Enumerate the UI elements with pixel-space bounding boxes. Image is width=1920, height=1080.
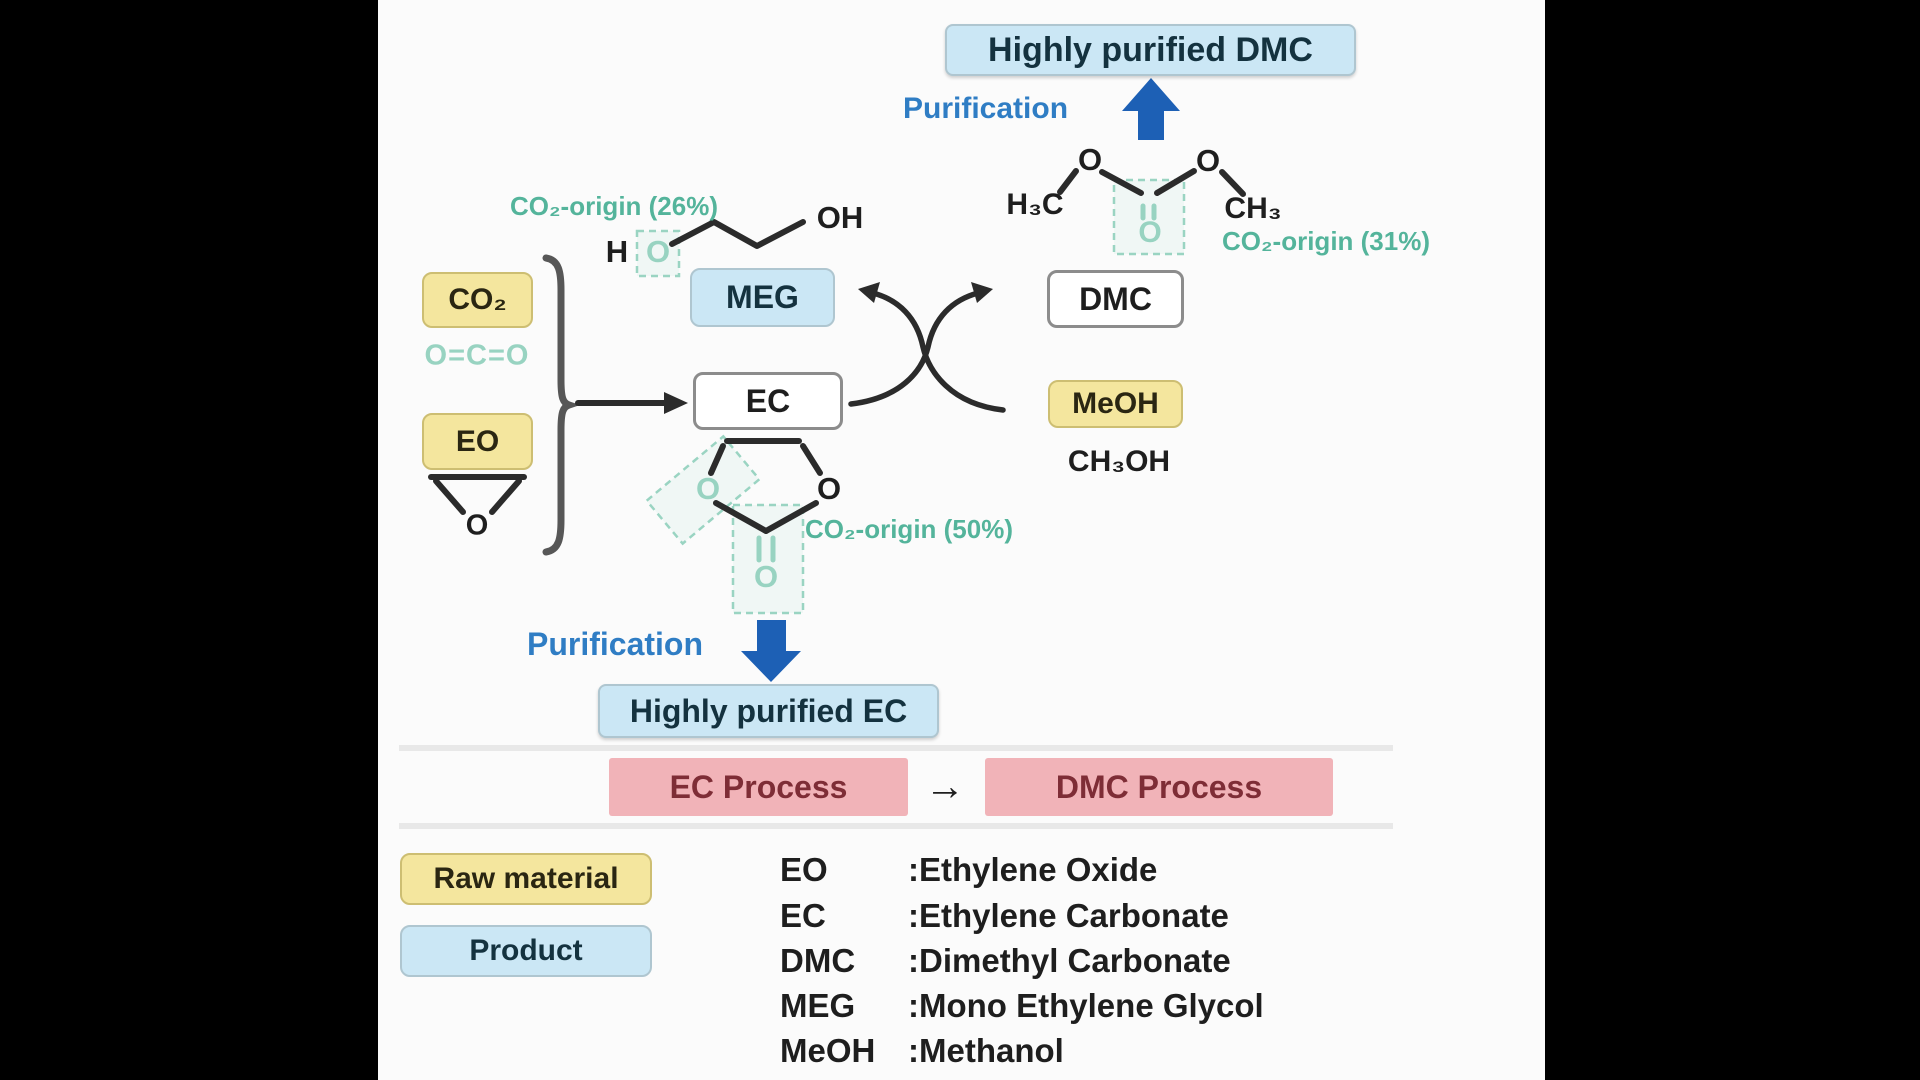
highly-purified-dmc-box: Highly purified DMC — [945, 24, 1356, 76]
product-key-box: Product — [400, 925, 652, 977]
meg-o-atom: O — [645, 234, 671, 269]
dmc-o-right-atom: O — [1195, 143, 1221, 178]
meg-h-atom: H — [605, 234, 629, 269]
ec-carbonyl-o-atom: O — [753, 559, 779, 594]
divider-line-bottom — [399, 823, 1393, 829]
ec-box: EC — [693, 372, 843, 430]
co2-formula-label: O=C=O — [424, 339, 530, 372]
legend-name: Dimethyl Carbonate — [919, 942, 1231, 979]
ec-ring-o-right-atom: O — [816, 471, 842, 506]
product-key-label: Product — [469, 934, 583, 967]
eo-label: EO — [455, 424, 500, 458]
legend-colon: : — [908, 942, 919, 979]
legend-name: Methanol — [919, 1032, 1064, 1069]
co2-label: CO₂ — [448, 283, 507, 316]
dmc-o-left-atom: O — [1077, 142, 1103, 177]
legend-name: Mono Ethylene Glycol — [919, 987, 1264, 1024]
ec-ring-o-left-atom: O — [695, 471, 721, 506]
divider-line-top — [399, 745, 1393, 751]
legend-colon: : — [908, 851, 919, 888]
eo-box: EO — [422, 413, 533, 470]
purification-bottom-label: Purification — [527, 626, 704, 662]
highly-purified-ec-label: Highly purified EC — [629, 692, 908, 729]
legend-abbr: MEG — [780, 987, 856, 1024]
legend-row-meoh: MeOH:Methanol — [780, 1032, 1064, 1070]
meg-oh-atom: OH — [816, 200, 864, 235]
meoh-box: MeOH — [1048, 380, 1183, 428]
dmc-box: DMC — [1047, 270, 1184, 328]
dmc-ch3-atom: CH₃ — [1224, 192, 1282, 225]
raw-material-key-box: Raw material — [400, 853, 652, 905]
legend-row-meg: MEG:Mono Ethylene Glycol — [780, 987, 1264, 1025]
purification-top-label: Purification — [903, 92, 1069, 125]
meg-label: MEG — [726, 279, 799, 315]
legend-name: Ethylene Oxide — [919, 851, 1158, 888]
legend-colon: : — [908, 1032, 919, 1069]
legend-abbr: EC — [780, 897, 826, 934]
dmc-co2-origin-label: CO₂-origin (31%) — [1222, 226, 1430, 256]
raw-material-key-label: Raw material — [433, 862, 619, 895]
legend-row-ec: EC:Ethylene Carbonate — [780, 897, 1229, 935]
legend-abbr: DMC — [780, 942, 856, 979]
legend-name: Ethylene Carbonate — [919, 897, 1229, 934]
legend-row-dmc: DMC:Dimethyl Carbonate — [780, 942, 1231, 980]
legend-colon: : — [908, 897, 919, 934]
meg-box: MEG — [690, 268, 835, 327]
dmc-label: DMC — [1079, 280, 1152, 317]
co2-box: CO₂ — [422, 272, 533, 328]
dmc-process-label: DMC Process — [1055, 768, 1263, 805]
meg-co2-origin-label: CO₂-origin (26%) — [510, 191, 718, 221]
dmc-carbonyl-o-atom: O — [1138, 216, 1162, 249]
ec-process-box: EC Process — [609, 758, 908, 816]
meoh-formula-label: CH₃OH — [1067, 445, 1171, 478]
dmc-h3c-atom: H₃C — [1006, 188, 1064, 221]
process-arrow-icon: → — [925, 764, 965, 809]
highly-purified-ec-box: Highly purified EC — [598, 684, 939, 738]
legend-abbr: MeOH — [780, 1032, 876, 1069]
highly-purified-dmc-label: Highly purified DMC — [988, 30, 1313, 69]
ec-label: EC — [745, 382, 791, 419]
ec-co2-origin-label: CO₂-origin (50%) — [805, 514, 1013, 544]
legend-abbr: EO — [780, 851, 828, 888]
eo-epoxide-o-atom: O — [465, 509, 489, 542]
meoh-label: MeOH — [1072, 387, 1159, 420]
legend-row-eo: EO:Ethylene Oxide — [780, 851, 1157, 889]
ec-process-label: EC Process — [669, 768, 848, 805]
legend-colon: : — [908, 987, 919, 1024]
dmc-process-box: DMC Process — [985, 758, 1333, 816]
